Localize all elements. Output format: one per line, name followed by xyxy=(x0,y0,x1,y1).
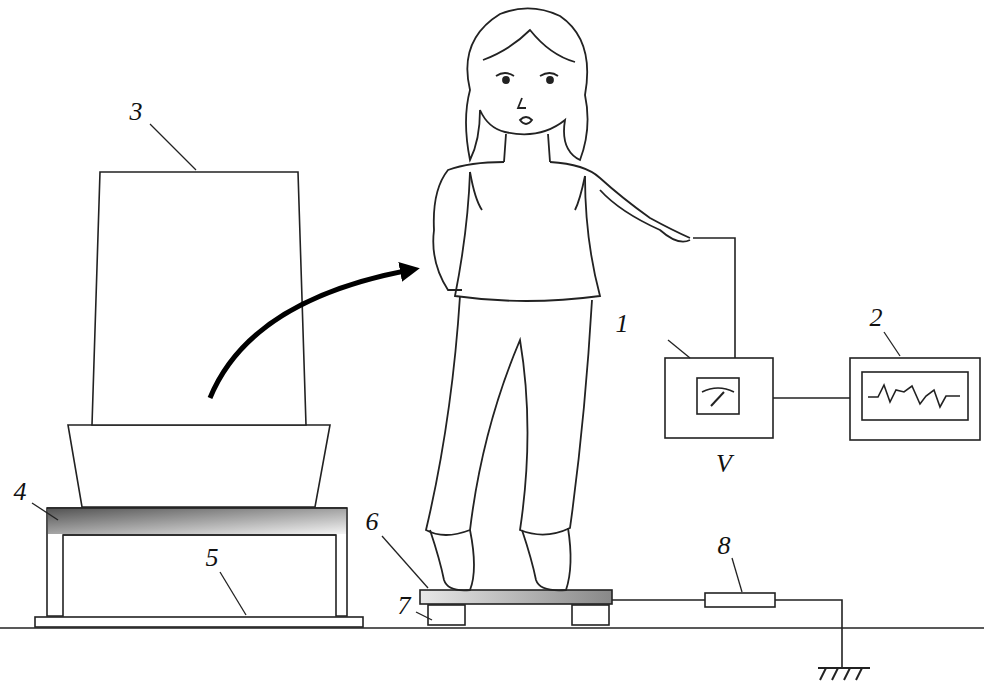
leader-line xyxy=(32,124,900,620)
ground-symbol xyxy=(818,668,870,680)
callout-number: 2 xyxy=(870,305,883,331)
insulator xyxy=(572,605,609,625)
callout-number: 7 xyxy=(398,593,411,619)
ground-wire xyxy=(612,600,842,668)
stand xyxy=(47,508,347,616)
signal-wire xyxy=(773,397,850,399)
bowl xyxy=(68,425,330,507)
voltmeter xyxy=(665,358,773,438)
base-plate xyxy=(35,617,363,627)
recorder xyxy=(850,358,980,440)
person xyxy=(426,8,690,590)
insulator xyxy=(428,605,465,625)
callout-number: 5 xyxy=(206,545,219,571)
probe-wire xyxy=(693,238,735,358)
meter-symbol: V xyxy=(716,451,732,477)
resistor-symbol xyxy=(705,593,775,607)
callout-number: 4 xyxy=(14,479,27,505)
callout-number: 8 xyxy=(718,533,731,559)
callout-number: 6 xyxy=(366,509,379,535)
source-box xyxy=(92,172,306,425)
flow-arrow xyxy=(210,270,410,398)
callout-number: 3 xyxy=(130,99,143,125)
callout-number: 1 xyxy=(616,311,629,337)
platform xyxy=(420,590,612,604)
